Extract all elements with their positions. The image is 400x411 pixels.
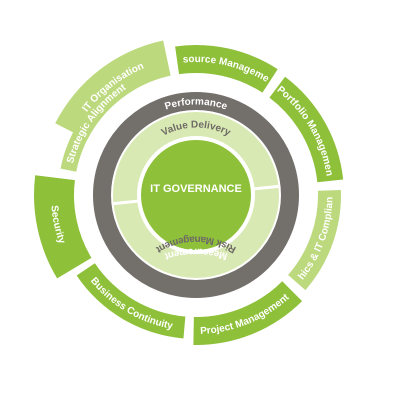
rings-layer: [93, 92, 299, 298]
segments-layer: [34, 40, 344, 345]
performance-measurement-ring: [93, 92, 299, 298]
outer-ring-bottom-label: Measurement: [163, 246, 229, 262]
value-risk-band: [113, 112, 279, 278]
segment-6: [34, 175, 92, 279]
segment-5: [76, 263, 186, 339]
segment-2: [269, 76, 344, 183]
core-label: IT GOVERNANCE: [150, 183, 242, 195]
segment-7: [60, 75, 136, 172]
outer-ring-top-label: Performance: [164, 96, 229, 112]
band-divider-left: [113, 199, 142, 206]
segment-1: [175, 45, 278, 93]
segment-4: [193, 281, 303, 345]
it-governance-core: [141, 140, 251, 250]
segment-3: [288, 189, 342, 291]
band-divider-right: [250, 184, 279, 191]
